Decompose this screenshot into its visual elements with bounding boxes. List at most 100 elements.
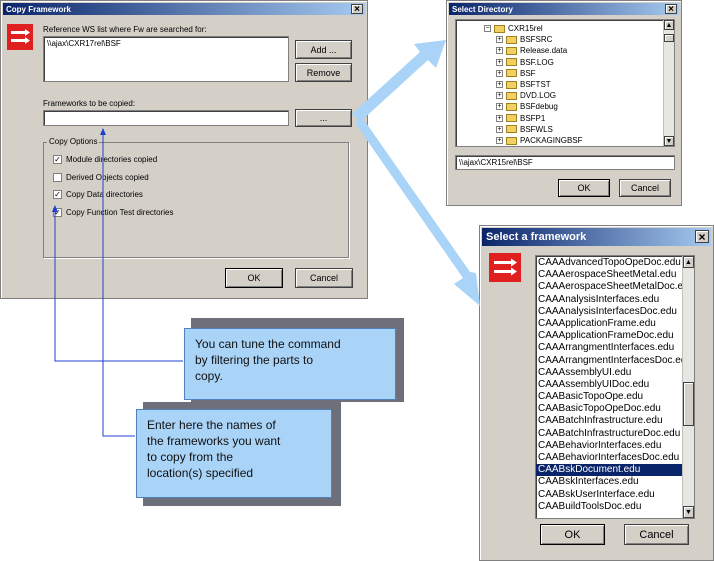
frameworks-to-copy-input[interactable] — [43, 110, 289, 126]
directory-tree-item[interactable]: +BSFdebug — [496, 102, 558, 112]
directory-tree-item[interactable]: +BSFTST — [496, 80, 551, 89]
framework-list-scrollbar[interactable]: ▲ ▼ — [682, 256, 694, 518]
module-directories-label: Module directories copied — [66, 155, 158, 164]
framework-list-item[interactable]: CAAAssemblyUI.edu — [538, 366, 632, 378]
framework-list-item[interactable]: CAABehaviorInterfaces.edu — [538, 439, 662, 451]
copy-framework-cancel-button[interactable]: Cancel — [295, 268, 353, 288]
framework-list-item[interactable]: CAAAssemblyUIDoc.edu — [538, 378, 650, 390]
framework-list-item[interactable]: CAABasicTopoOpe.edu — [538, 391, 644, 403]
framework-list-item[interactable]: CAABatchInfrastructureDoc.edu — [538, 427, 681, 439]
expand-icon[interactable]: + — [496, 92, 503, 100]
expand-icon[interactable]: + — [496, 103, 503, 111]
expand-icon[interactable]: + — [496, 36, 503, 44]
copy-framework-title: Copy Framework — [6, 4, 71, 14]
framework-list-item[interactable]: CAAApplicationFrame.edu — [538, 317, 656, 329]
derived-objects-label: Derived Objects copied — [66, 173, 149, 182]
framework-list-item[interactable]: CAAAdvancedTopoOpeDoc.edu — [538, 257, 681, 268]
select-directory-close-button[interactable]: × — [665, 4, 677, 15]
folder-icon — [506, 102, 517, 111]
select-directory-titlebar: Select Directory × — [449, 3, 679, 15]
collapse-icon[interactable]: − — [484, 25, 491, 32]
directory-tree[interactable]: − CXR15rel +BSFSRC +Release.data +BSF.LO… — [455, 19, 675, 147]
directory-tree-item[interactable]: +PACKAGINGBSF — [496, 136, 583, 145]
folder-icon — [506, 46, 517, 55]
select-directory-dialog: Select Directory × − CXR15rel +BSFSRC +R… — [446, 0, 682, 206]
browse-directory-button[interactable]: ... — [295, 109, 352, 127]
framework-list-item[interactable]: CAABuildToolsDoc.edu — [538, 500, 642, 512]
select-framework-logo-icon — [489, 253, 521, 282]
reference-ws-list[interactable]: \\ajax\CXR17rel\BSF — [43, 36, 289, 82]
directory-path-input[interactable]: \\ajax\CXR15rel\BSF — [455, 155, 675, 170]
select-framework-close-button[interactable]: × — [695, 230, 709, 243]
add-button[interactable]: Add ... — [295, 40, 352, 59]
directory-tree-root[interactable]: − CXR15rel — [484, 24, 543, 33]
framework-list-item[interactable]: CAAArrangmentInterfacesDoc.edu — [538, 354, 684, 366]
framework-list-item[interactable]: CAABehaviorInterfacesDoc.edu — [538, 452, 680, 463]
framework-list-item[interactable]: CAAApplicationFrameDoc.edu — [538, 330, 674, 342]
select-framework-dialog: Select a framework × CAAAdvancedTopoOpeD… — [479, 225, 714, 561]
arrow-to-select-framework — [355, 117, 480, 306]
copy-framework-logo-icon — [7, 24, 33, 50]
expand-icon[interactable]: + — [496, 58, 503, 66]
expand-icon[interactable]: + — [496, 69, 503, 77]
folder-icon — [506, 125, 517, 134]
folder-icon — [506, 69, 517, 78]
scroll-up-icon[interactable]: ▲ — [683, 256, 694, 268]
framework-list-item[interactable]: CAAArrangmentInterfaces.edu — [538, 342, 675, 354]
select-directory-cancel-button[interactable]: Cancel — [619, 179, 671, 197]
copy-framework-ok-button[interactable]: OK — [225, 268, 283, 288]
framework-list-item[interactable]: CAAAerospaceSheetMetal.edu — [538, 269, 677, 281]
derived-objects-checkbox[interactable] — [53, 173, 62, 182]
folder-icon — [506, 91, 517, 100]
select-framework-titlebar: Select a framework × — [482, 228, 711, 246]
copy-data-directories-checkbox[interactable]: ✓ — [53, 190, 62, 199]
open-folder-icon — [494, 24, 505, 33]
select-framework-ok-button[interactable]: OK — [540, 524, 605, 545]
copy-framework-close-button[interactable]: × — [351, 4, 363, 15]
remove-button[interactable]: Remove — [295, 63, 352, 82]
expand-icon[interactable]: + — [496, 81, 503, 88]
leader-arrowhead-tune — [52, 205, 58, 212]
directory-tree-scrollbar[interactable]: ▲ ▼ — [663, 20, 674, 146]
framework-list-item[interactable]: CAABskUserInterface.edu — [538, 488, 655, 500]
scroll-thumb[interactable] — [664, 34, 674, 42]
expand-icon[interactable]: + — [496, 137, 503, 144]
module-directories-checkbox[interactable]: ✓ — [53, 155, 62, 164]
scroll-down-icon[interactable]: ▼ — [683, 506, 694, 518]
expand-icon[interactable]: + — [496, 114, 503, 122]
select-directory-title: Select Directory — [452, 4, 513, 14]
framework-list-item[interactable]: CAABskInterfaces.edu — [538, 476, 639, 488]
framework-list-item[interactable]: CAAAnalysisInterfacesDoc.edu — [538, 305, 677, 317]
folder-icon — [506, 58, 517, 67]
copy-framework-dialog: Copy Framework × Reference WS list where… — [0, 0, 368, 299]
directory-tree-item[interactable]: +BSF.LOG — [496, 57, 554, 67]
expand-icon[interactable]: + — [496, 125, 503, 133]
callout-tune: You can tune the command by filtering th… — [184, 328, 396, 400]
framework-list[interactable]: CAAAdvancedTopoOpeDoc.edu CAAAerospaceSh… — [535, 255, 695, 519]
select-framework-cancel-button[interactable]: Cancel — [624, 524, 689, 545]
leader-arrowhead-enter — [100, 128, 106, 135]
copy-options-title: Copy Options — [47, 137, 100, 146]
scroll-thumb[interactable] — [683, 382, 694, 426]
framework-list-item[interactable]: CAABasicTopoOpeDoc.edu — [538, 403, 661, 415]
scroll-down-icon[interactable]: ▼ — [664, 136, 674, 146]
framework-list-item[interactable]: CAAAnalysisInterfaces.edu — [538, 293, 660, 305]
copy-function-test-checkbox[interactable]: ✓ — [53, 208, 62, 217]
directory-tree-item[interactable]: +BSF — [496, 68, 536, 78]
framework-list-item[interactable]: CAAAerospaceSheetMetalDoc.edu — [538, 281, 684, 293]
reference-ws-list-item[interactable]: \\ajax\CXR17rel\BSF — [47, 39, 121, 48]
framework-list-item[interactable]: CAABatchInfrastructure.edu — [538, 415, 663, 427]
directory-tree-item[interactable]: +DVD.LOG — [496, 91, 557, 101]
directory-tree-item[interactable]: +BSFWLS — [496, 124, 553, 134]
folder-icon — [506, 80, 517, 89]
directory-tree-item[interactable]: +Release.data — [496, 46, 568, 56]
directory-tree-item[interactable]: +BSFSRC — [496, 35, 553, 45]
select-directory-ok-button[interactable]: OK — [558, 179, 610, 197]
expand-icon[interactable]: + — [496, 47, 503, 55]
callout-enter: Enter here the names of the frameworks y… — [136, 409, 332, 498]
framework-list-item-selected[interactable]: CAABskDocument.edu — [536, 464, 684, 477]
scroll-up-icon[interactable]: ▲ — [664, 20, 674, 30]
copy-options-group — [43, 142, 349, 258]
directory-tree-item[interactable]: +BSFP1 — [496, 113, 546, 123]
